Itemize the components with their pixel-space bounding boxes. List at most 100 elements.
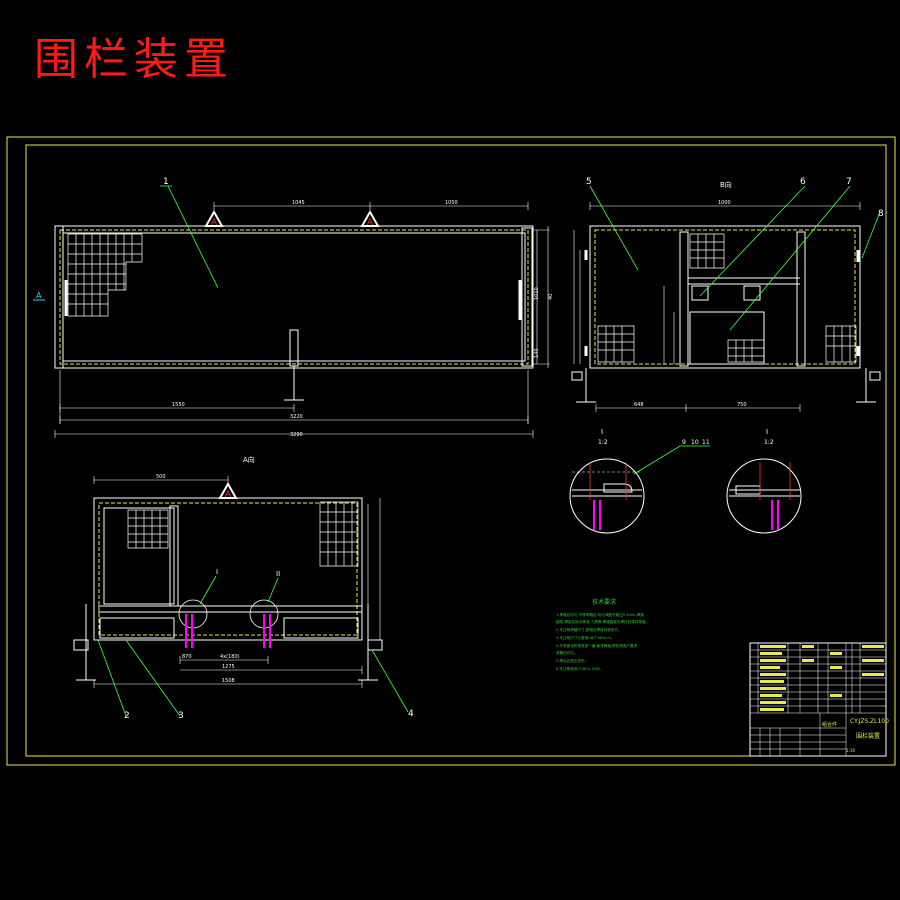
- svg-text:I: I: [766, 428, 768, 436]
- balloon-9: 9: [682, 439, 686, 446]
- a-marker-3: A: [218, 481, 238, 500]
- dim-plan-bottom-1: 870: [182, 654, 192, 660]
- plan-foot-left: [73, 639, 89, 651]
- front-dimensions: [54, 202, 550, 438]
- dim-front-right-1: 140: [534, 348, 540, 358]
- plan-left-cell: [103, 507, 175, 605]
- plan-legs: [76, 604, 378, 681]
- note-line: 5.焊后应校正变形。: [556, 658, 588, 663]
- drawing-title: 围栏装置: [34, 34, 234, 85]
- balloon-7: 7: [846, 177, 852, 187]
- balloon-4: 4: [408, 709, 414, 719]
- note-line: 4.外表面涂防锈底漆一遍,面漆两遍,颜色按用户要求,: [556, 643, 638, 648]
- front-outer-frame: [54, 225, 534, 369]
- plan-detail-ii-label: II: [276, 570, 280, 578]
- balloon-2: 2: [124, 711, 130, 721]
- detail-leader: [633, 445, 710, 475]
- svg-text:1:2: 1:2: [764, 439, 774, 446]
- parts-list-fill: [760, 645, 884, 711]
- svg-text:I: I: [601, 428, 603, 436]
- side-leaders: [589, 185, 881, 331]
- balloon-8: 8: [878, 209, 884, 219]
- detail-view-ii: I 1:2: [726, 428, 802, 534]
- detail-view-i: I 1:2: [569, 428, 645, 534]
- dim-front-right-3: 40: [548, 294, 554, 300]
- balloon-1: 1: [163, 177, 169, 187]
- dim-plan-bottom-3: 1275: [222, 664, 235, 670]
- front-inner-frame: [59, 229, 529, 365]
- drawing-scale: 1:10: [846, 748, 855, 753]
- dim-side-top: 1000: [718, 200, 731, 206]
- drawing-name: 围栏装置: [856, 732, 880, 740]
- side-foot-left: [571, 371, 583, 381]
- plan-dimensions: [93, 476, 381, 688]
- plan-leaders: [97, 575, 409, 717]
- dim-side-bottom-1: 648: [634, 402, 644, 408]
- side-outer-frame: [589, 225, 861, 369]
- note-line: 3.未注明尺寸公差按GB/T1804-m。: [556, 635, 614, 640]
- note-line: 缺陷,焊接后除去焊渣,飞溅等,焊缝高度为焊件较薄件厚度。: [556, 619, 649, 624]
- a-marker-1: A: [204, 209, 224, 228]
- svg-text:1:2: 1:2: [598, 439, 608, 446]
- plan-foot-right: [367, 639, 383, 651]
- drawing-number: CY.JZS.ZL100: [850, 718, 889, 725]
- side-legs: [576, 368, 876, 403]
- plan-stair-grid: [127, 501, 359, 567]
- side-post-b: [796, 231, 806, 367]
- front-left-post: [54, 225, 64, 369]
- side-rail: [688, 277, 800, 285]
- svg-text:A: A: [211, 218, 218, 228]
- plan-bottom-cell-left: [99, 617, 175, 639]
- notes-heading: 技术要求: [592, 598, 616, 606]
- svg-text:A: A: [225, 490, 232, 500]
- parts-list-grid: [750, 643, 886, 756]
- plan-bottom-cell-right: [283, 617, 359, 639]
- dim-front-bottom-1: 1550: [172, 402, 185, 408]
- plan-outer-frame: [93, 497, 363, 641]
- side-foot-right: [869, 371, 881, 381]
- dim-front-bottom-3: 3290: [290, 432, 303, 438]
- side-view: [571, 225, 881, 403]
- side-dimensions: [573, 202, 861, 412]
- side-view-label: B向: [720, 180, 732, 189]
- plan-view-label: A向: [243, 455, 255, 464]
- note-line: 2.未注明焊缝尺寸,按相应焊接标准执行。: [556, 627, 622, 632]
- note-line: 1.焊缝应均匀,不得有裂纹,咬边深度不超过0.5mm,焊接: [556, 612, 644, 617]
- a-marker-2: A: [360, 209, 380, 228]
- dim-front-bottom-2: 3220: [290, 414, 303, 420]
- drawing-material: 组合件: [822, 721, 837, 728]
- outer-border: [6, 136, 896, 766]
- balloon-5: 5: [586, 177, 592, 187]
- view-a-arrow-label: A: [36, 291, 42, 300]
- side-clamps: [691, 285, 761, 301]
- front-view: [54, 225, 534, 401]
- front-center-leg: [284, 366, 304, 401]
- dim-plan-top: 500: [156, 474, 166, 480]
- dim-side-bottom-2: 750: [737, 402, 747, 408]
- plan-detail-i-label: I: [216, 568, 218, 576]
- side-stair-grid: [597, 233, 857, 363]
- dim-plan-bottom-2: 4x(180): [220, 654, 240, 660]
- plan-view: [73, 497, 383, 681]
- plan-inner-frame: [98, 502, 358, 636]
- front-stair-grid: [67, 233, 143, 317]
- dim-plan-bottom-4: 1508: [222, 678, 235, 684]
- note-line: 漆膜应均匀。: [556, 650, 578, 655]
- plan-mid-rail: [98, 605, 362, 613]
- leader-1: [167, 185, 219, 289]
- side-hinges: [584, 250, 860, 356]
- title-block: CY.JZS.ZL100 围栏装置 组合件 1:10: [749, 642, 889, 757]
- side-post-a: [679, 231, 689, 367]
- plan-supports: [185, 614, 271, 648]
- side-gate: [689, 311, 765, 365]
- front-right-post: [521, 227, 533, 367]
- dim-front-top-1: 1045: [292, 200, 305, 206]
- inner-border: [25, 144, 887, 757]
- svg-text:A: A: [367, 218, 374, 228]
- dim-front-top-2: 1050: [445, 200, 458, 206]
- balloon-3: 3: [178, 711, 184, 721]
- balloon-6: 6: [800, 177, 806, 187]
- dim-front-right-2: 1010: [534, 287, 540, 300]
- balloon-11: 11: [702, 439, 710, 446]
